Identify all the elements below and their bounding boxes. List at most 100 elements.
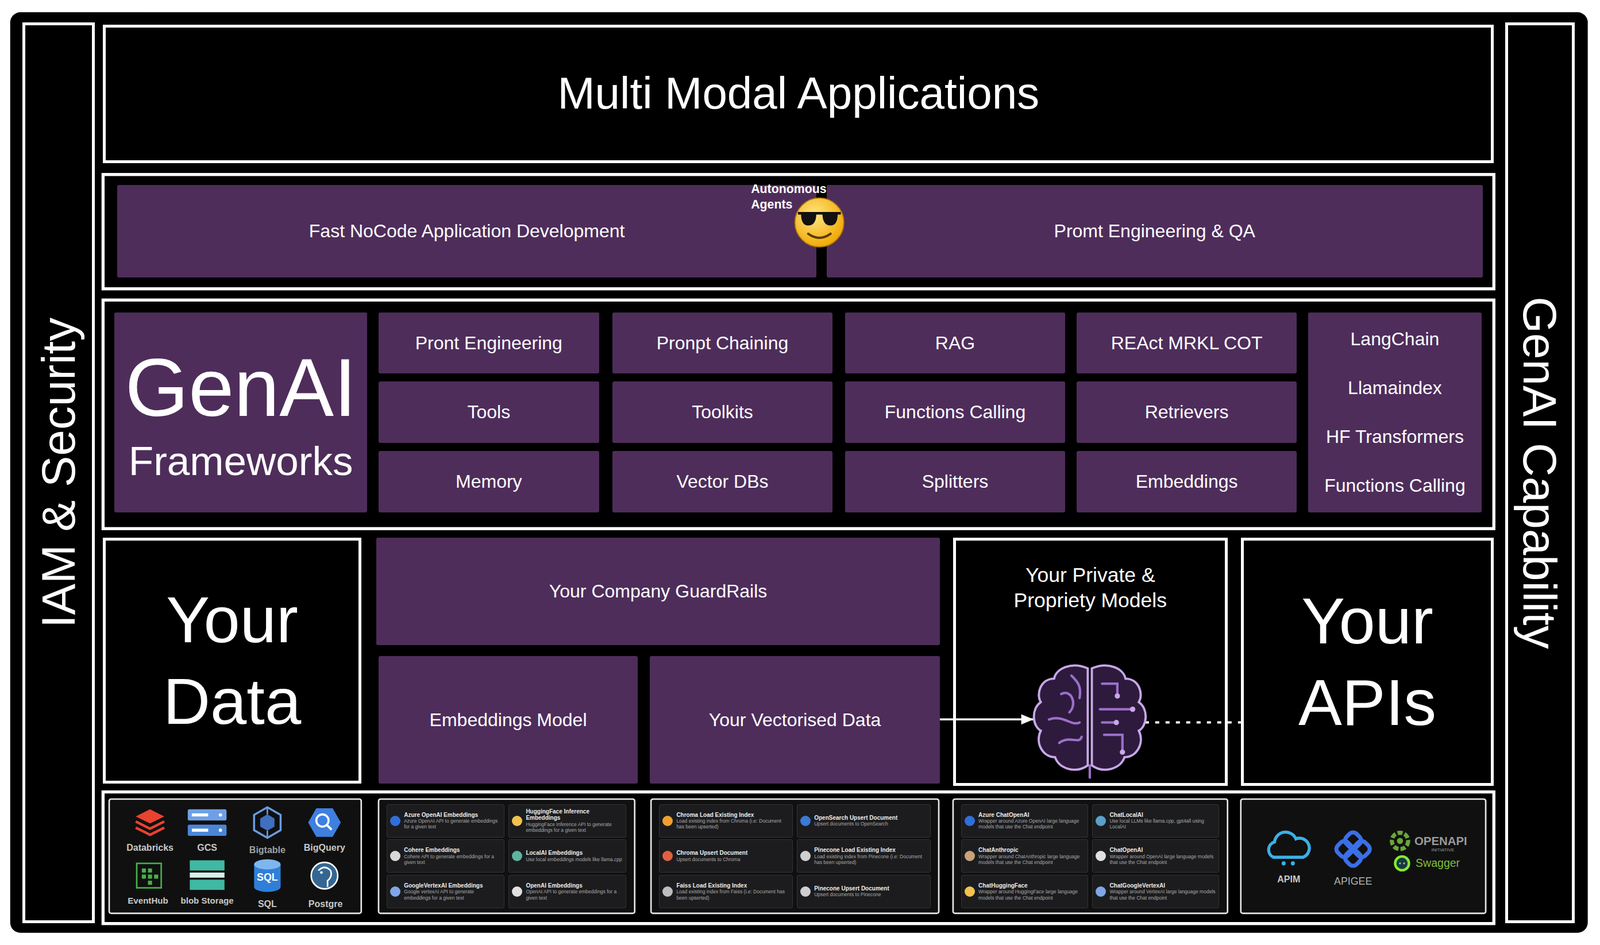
card-text-column: Chroma Upsert DocumentUpsert documents t… bbox=[676, 849, 748, 863]
process-box: Your Vectorised Data bbox=[649, 656, 940, 784]
box-label: Functions Calling bbox=[884, 401, 1026, 423]
sunglasses-emoji bbox=[795, 198, 844, 248]
card-description: OpenAI API to generate embeddings for a … bbox=[525, 888, 623, 901]
card-title: Pinecone Upsert Document bbox=[814, 885, 890, 893]
card-icon bbox=[1095, 886, 1106, 897]
canvas-ground bbox=[10, 12, 1588, 933]
sunglasses-emoji bbox=[822, 213, 839, 226]
bigquery-logo bbox=[326, 824, 332, 830]
card-description: Wrapper around Azure OpenAI large langua… bbox=[978, 818, 1085, 830]
swagger-logo bbox=[1393, 855, 1410, 872]
postgres-logo bbox=[318, 867, 331, 888]
component-card: OpenAI EmbeddingsOpenAI API to generate … bbox=[508, 874, 627, 909]
card-title: ChatAnthropic bbox=[978, 846, 1085, 854]
card-icon bbox=[964, 815, 975, 827]
logo-caption: Postgre bbox=[308, 898, 343, 910]
databricks-logo bbox=[135, 809, 165, 824]
framework-cell: Splitters bbox=[845, 450, 1066, 513]
box-label: Your Data bbox=[163, 579, 302, 743]
brain-icon bbox=[1049, 718, 1080, 724]
brain-icon bbox=[1113, 693, 1136, 755]
brain-icon bbox=[1113, 719, 1119, 726]
blob-storage-logo bbox=[189, 879, 225, 890]
card-icon bbox=[1095, 815, 1106, 827]
card-icon bbox=[390, 815, 401, 827]
gcs-logo bbox=[187, 809, 227, 836]
side-band: GenAI Capability bbox=[1505, 22, 1575, 924]
card-text-column: GoogleVertexAI EmbeddingsGoogle vertexAI… bbox=[403, 882, 501, 901]
logo-caption: Bigtable bbox=[249, 844, 286, 856]
box-label: Memory bbox=[455, 470, 523, 493]
component-card: Pinecone Load Existing IndexLoad existin… bbox=[796, 839, 931, 873]
card-description: Google vertexAI API to generate embeddin… bbox=[403, 888, 501, 901]
layer-band: Multi Modal Applications bbox=[102, 24, 1494, 164]
box-label: Your Private & Propriety Models bbox=[995, 562, 1186, 614]
gcs-logo bbox=[191, 828, 208, 832]
card-icon bbox=[390, 850, 401, 862]
brain-icon bbox=[1130, 706, 1136, 712]
framework-title-box: GenAIFrameworks bbox=[114, 312, 368, 513]
component-card: Chroma Load Existing IndexLoad existing … bbox=[658, 804, 793, 838]
gcs-logo bbox=[187, 824, 227, 836]
card-text-column: ChatOpenAIWrapper around OpenAI large la… bbox=[1109, 846, 1216, 866]
framework-cell: Pronpt Chaining bbox=[612, 312, 834, 375]
box-label: Embeddings Model bbox=[429, 708, 588, 731]
eventhub-logo bbox=[148, 880, 153, 885]
card-description: Load existing index from Chroma (i.e: Do… bbox=[676, 818, 790, 830]
box-label: Toolkits bbox=[691, 401, 754, 423]
card-description: Wrapper around HuggingFace large languag… bbox=[978, 888, 1085, 901]
component-card: GoogleVertexAI EmbeddingsGoogle vertexAI… bbox=[386, 874, 505, 909]
logo-wordmark: OPENAPI bbox=[1414, 833, 1468, 848]
box-label: LangChain bbox=[1350, 328, 1440, 350]
card-title: Azure OpenAI Embeddings bbox=[403, 811, 501, 819]
databricks-logo bbox=[135, 827, 165, 835]
component-card: HuggingFace Inference EmbeddingsHuggingF… bbox=[508, 804, 627, 838]
swagger-logo bbox=[1398, 862, 1401, 865]
component-card: LocalAI EmbeddingsUse local embeddings m… bbox=[508, 839, 627, 873]
apigee-logo bbox=[1343, 847, 1364, 869]
box-label: Multi Modal Applications bbox=[557, 66, 1040, 121]
component-card: ChatGoogleVertexAIWrapper around VertexA… bbox=[1092, 874, 1220, 909]
apigee-logo bbox=[1334, 830, 1372, 868]
card-icon bbox=[511, 815, 523, 827]
swagger-logo bbox=[1393, 855, 1410, 872]
card-description: Cohere API to generate embeddings for a … bbox=[403, 853, 501, 866]
brain-icon bbox=[1034, 665, 1147, 778]
component-card: ChatAnthropicWrapper around ChatAnthropi… bbox=[961, 839, 1089, 873]
card-description: Load existing index from Pinecone (i.e: … bbox=[814, 853, 928, 866]
vertical-band-label: IAM & Security bbox=[30, 317, 87, 628]
logo-caption: APIGEE bbox=[1334, 875, 1372, 888]
framework-cell: Vector DBs bbox=[612, 450, 834, 513]
card-title: GoogleVertexAI Embeddings bbox=[403, 882, 501, 890]
box-label: Llamaindex bbox=[1347, 376, 1443, 399]
callout-label: Autonomous Agents bbox=[750, 181, 839, 212]
sunglasses-emoji bbox=[808, 233, 831, 238]
guardrails-box: Your Company GuardRails bbox=[376, 537, 940, 646]
card-description: Use local embeddings models like llama.c… bbox=[525, 856, 622, 863]
openapi-logo bbox=[1397, 837, 1404, 844]
card-text-column: Azure OpenAI EmbeddingsAzure OpenAI API … bbox=[403, 811, 501, 831]
brain-icon bbox=[1100, 708, 1131, 711]
card-icon bbox=[800, 815, 811, 827]
model-box: Your Private & Propriety Models bbox=[953, 537, 1228, 786]
card-icon bbox=[964, 886, 975, 897]
component-card: Pinecone Upsert DocumentUpsert documents… bbox=[796, 874, 931, 909]
apim-logo bbox=[1281, 861, 1286, 866]
sql-logo bbox=[253, 859, 281, 870]
postgres-logo bbox=[311, 862, 338, 889]
card-icon bbox=[964, 850, 975, 862]
card-text-column: Azure ChatOpenAIWrapper around Azure Ope… bbox=[978, 811, 1085, 831]
box-label: Functions Calling bbox=[1324, 474, 1465, 497]
brain-icon bbox=[1104, 734, 1123, 751]
card-text-column: Faiss Load Existing IndexLoad existing i… bbox=[676, 882, 790, 901]
logo-caption: SQL bbox=[257, 898, 277, 910]
card-icon bbox=[390, 886, 401, 897]
side-band: IAM & Security bbox=[22, 22, 95, 924]
card-icon bbox=[800, 850, 811, 862]
box-label: HF Transformers bbox=[1325, 425, 1464, 448]
card-title: ChatHuggingFace bbox=[978, 882, 1085, 890]
card-title: OpenAI Embeddings bbox=[525, 882, 623, 890]
eventhub-logo bbox=[148, 874, 153, 879]
layer-frame bbox=[102, 792, 1494, 924]
